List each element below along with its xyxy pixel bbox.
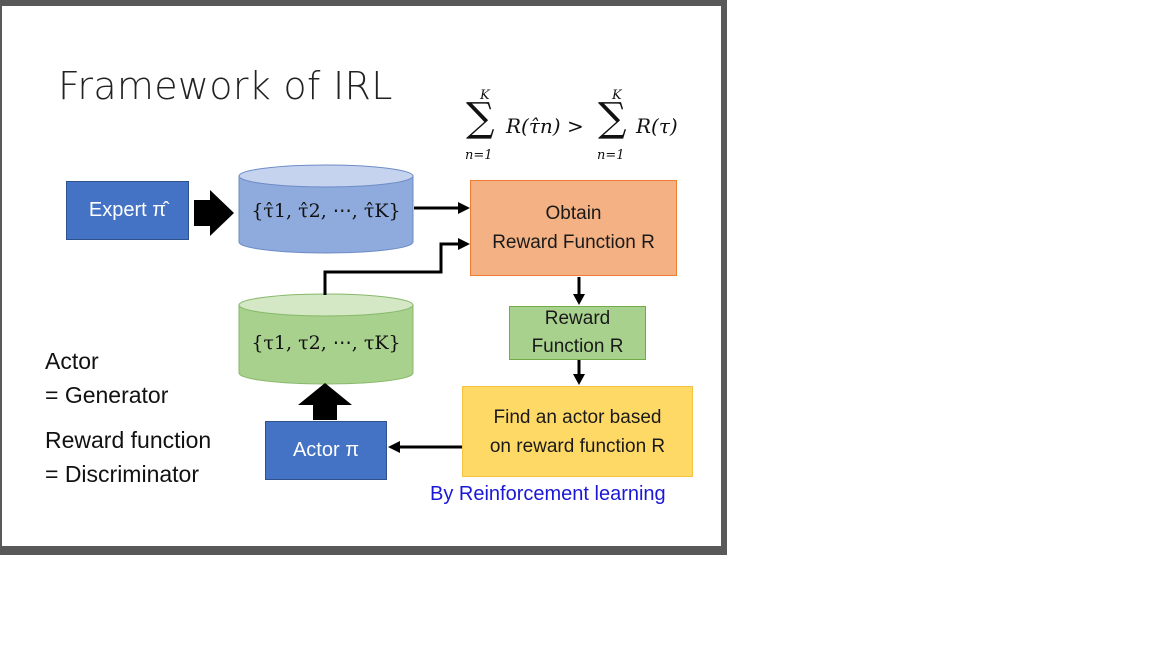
expert-to-set-arrow: [194, 190, 234, 236]
sum-lower-limit-right: n=1: [597, 148, 625, 163]
actor-trajectories-label: {τ1, τ2, ⋯, τK}: [251, 332, 401, 354]
obtain-reward-label: Obtain Reward Function R: [492, 203, 655, 253]
formula-lhs: R(τ̂n) >: [506, 114, 584, 138]
find-actor-label: Find an actor based on reward function R: [489, 406, 666, 457]
expert-set-label-area: {τ̂1, τ̂2, ⋯, τ̂K}: [239, 192, 413, 232]
expert-label: Expert π̂: [88, 199, 167, 221]
reinforcement-learning-caption: By Reinforcement learning: [430, 483, 666, 505]
expert-trajectories-cylinder: [238, 164, 414, 254]
reward-inequality-formula: K ∑ n=1 R(τ̂n) > K ∑ n=1 R(τ): [462, 88, 692, 168]
obtain-to-reward-arrow: [573, 294, 585, 305]
actor-set-to-obtain-arrow: [458, 238, 470, 250]
obtain-reward-box: Obtain Reward Function R: [470, 180, 677, 276]
actor-box: Actor π: [265, 421, 387, 480]
find-to-actor-arrow: [388, 441, 400, 453]
find-actor-box: Find an actor based on reward function R: [462, 386, 693, 477]
reward-function-label: Reward Function R: [531, 308, 624, 357]
slide-title: Framework of IRL: [58, 64, 393, 108]
sum-symbol-left: ∑: [466, 95, 495, 141]
actor-set-label-area: {τ1, τ2, ⋯, τK}: [239, 322, 413, 362]
reward-function-box: Reward Function R: [509, 306, 646, 360]
side-note-reward-function: Reward function: [45, 427, 212, 453]
formula-rhs: R(τ): [636, 114, 678, 138]
sum-upper-limit-right: K: [612, 88, 622, 103]
actor-trajectories-cylinder: [238, 293, 414, 385]
side-note-actor: Actor: [45, 348, 99, 374]
sum-upper-limit-left: K: [480, 88, 490, 103]
expert-set-to-obtain-arrow: [458, 202, 470, 214]
actor-label: Actor π: [292, 439, 360, 461]
sum-lower-limit-left: n=1: [465, 148, 493, 163]
side-note-discriminator: = Discriminator: [45, 461, 200, 487]
expert-box: Expert π̂: [66, 181, 189, 240]
expert-trajectories-label: {τ̂1, τ̂2, ⋯, τ̂K}: [251, 200, 401, 222]
actor-to-set-arrow: [298, 383, 352, 420]
side-note-generator: = Generator: [45, 382, 169, 408]
sum-symbol-right: ∑: [598, 95, 627, 141]
reward-to-find-arrow: [573, 374, 585, 385]
diagram-connectors: [194, 164, 585, 453]
